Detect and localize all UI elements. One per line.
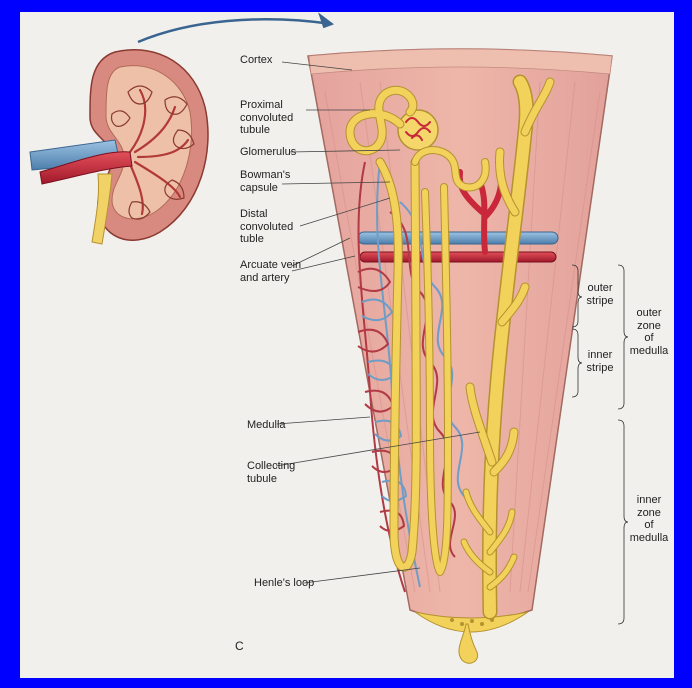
zone-braces xyxy=(572,265,628,624)
label-arcuate-vessels: Arcuate vein and artery xyxy=(240,259,301,284)
label-medulla: Medulla xyxy=(247,419,286,432)
label-bowmans-capsule: Bowman's capsule xyxy=(240,169,290,194)
kidney-cross-section xyxy=(30,50,208,244)
label-glomerulus: Glomerulus xyxy=(240,146,296,159)
label-outer-zone-of-medulla: outer zone of medulla xyxy=(624,307,674,357)
label-inner-zone-of-medulla: inner zone of medulla xyxy=(624,494,674,544)
panel-letter: C xyxy=(235,640,244,653)
figure-panel: Cortex Proximal convoluted tubule Glomer… xyxy=(20,12,674,678)
label-proximal-convoluted-tubule: Proximal convoluted tubule xyxy=(240,99,293,137)
label-collecting-tubule: Collecting tubule xyxy=(247,460,295,485)
label-outer-stripe: outer stripe xyxy=(580,282,620,307)
label-cortex: Cortex xyxy=(240,54,272,67)
kidney-diagram xyxy=(20,12,674,678)
label-inner-stripe: inner stripe xyxy=(580,349,620,374)
label-distal-convoluted-tubule: Distal convoluted tuble xyxy=(240,208,293,246)
pointer-arrow xyxy=(138,15,332,42)
label-henles-loop: Henle's loop xyxy=(254,577,314,590)
